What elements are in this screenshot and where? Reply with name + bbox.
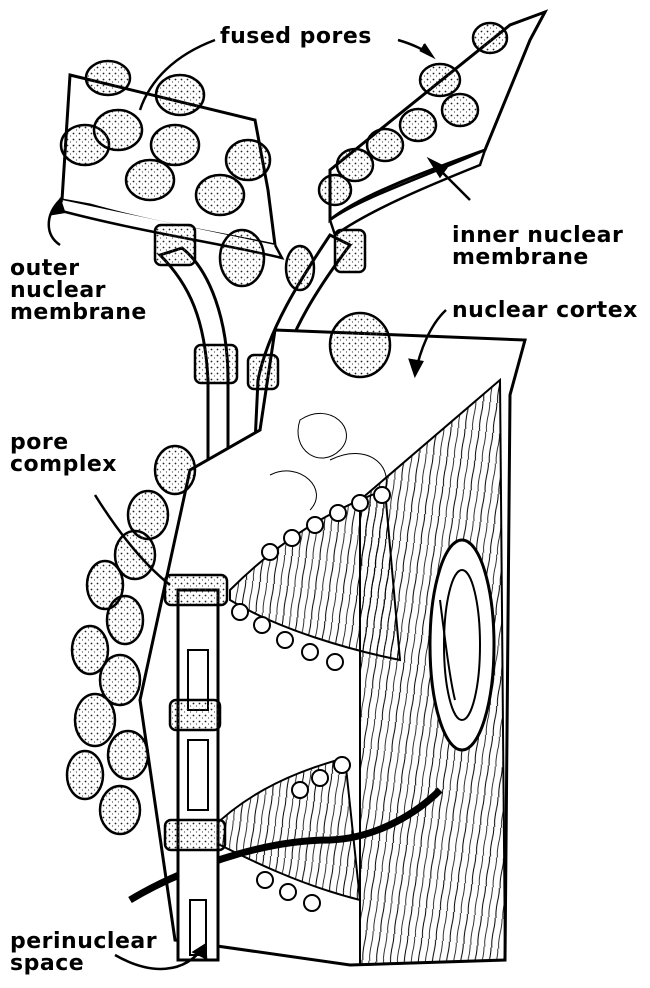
- perinuclear-channel: [178, 590, 218, 960]
- label-outer-line-3: membrane: [10, 302, 147, 324]
- label-outer-line-2: nuclear: [10, 280, 147, 302]
- label-outer-nuclear-membrane: outer nuclear membrane: [10, 258, 147, 324]
- label-perinuclear-space: perinuclear space: [10, 931, 157, 975]
- label-inner-line-1: inner nuclear: [452, 225, 623, 247]
- label-fused-pores: fused pores: [220, 26, 372, 48]
- label-perinuclear-line-1: perinuclear: [10, 931, 157, 953]
- label-pore-line-2: complex: [10, 454, 117, 476]
- label-inner-nuclear-membrane: inner nuclear membrane: [452, 225, 623, 269]
- label-inner-line-2: membrane: [452, 247, 623, 269]
- label-pore-line-1: pore: [10, 432, 117, 454]
- label-perinuclear-line-2: space: [10, 953, 157, 975]
- label-outer-line-1: outer: [10, 258, 147, 280]
- label-pore-complex: pore complex: [10, 432, 117, 476]
- label-nuclear-cortex: nuclear cortex: [452, 300, 638, 322]
